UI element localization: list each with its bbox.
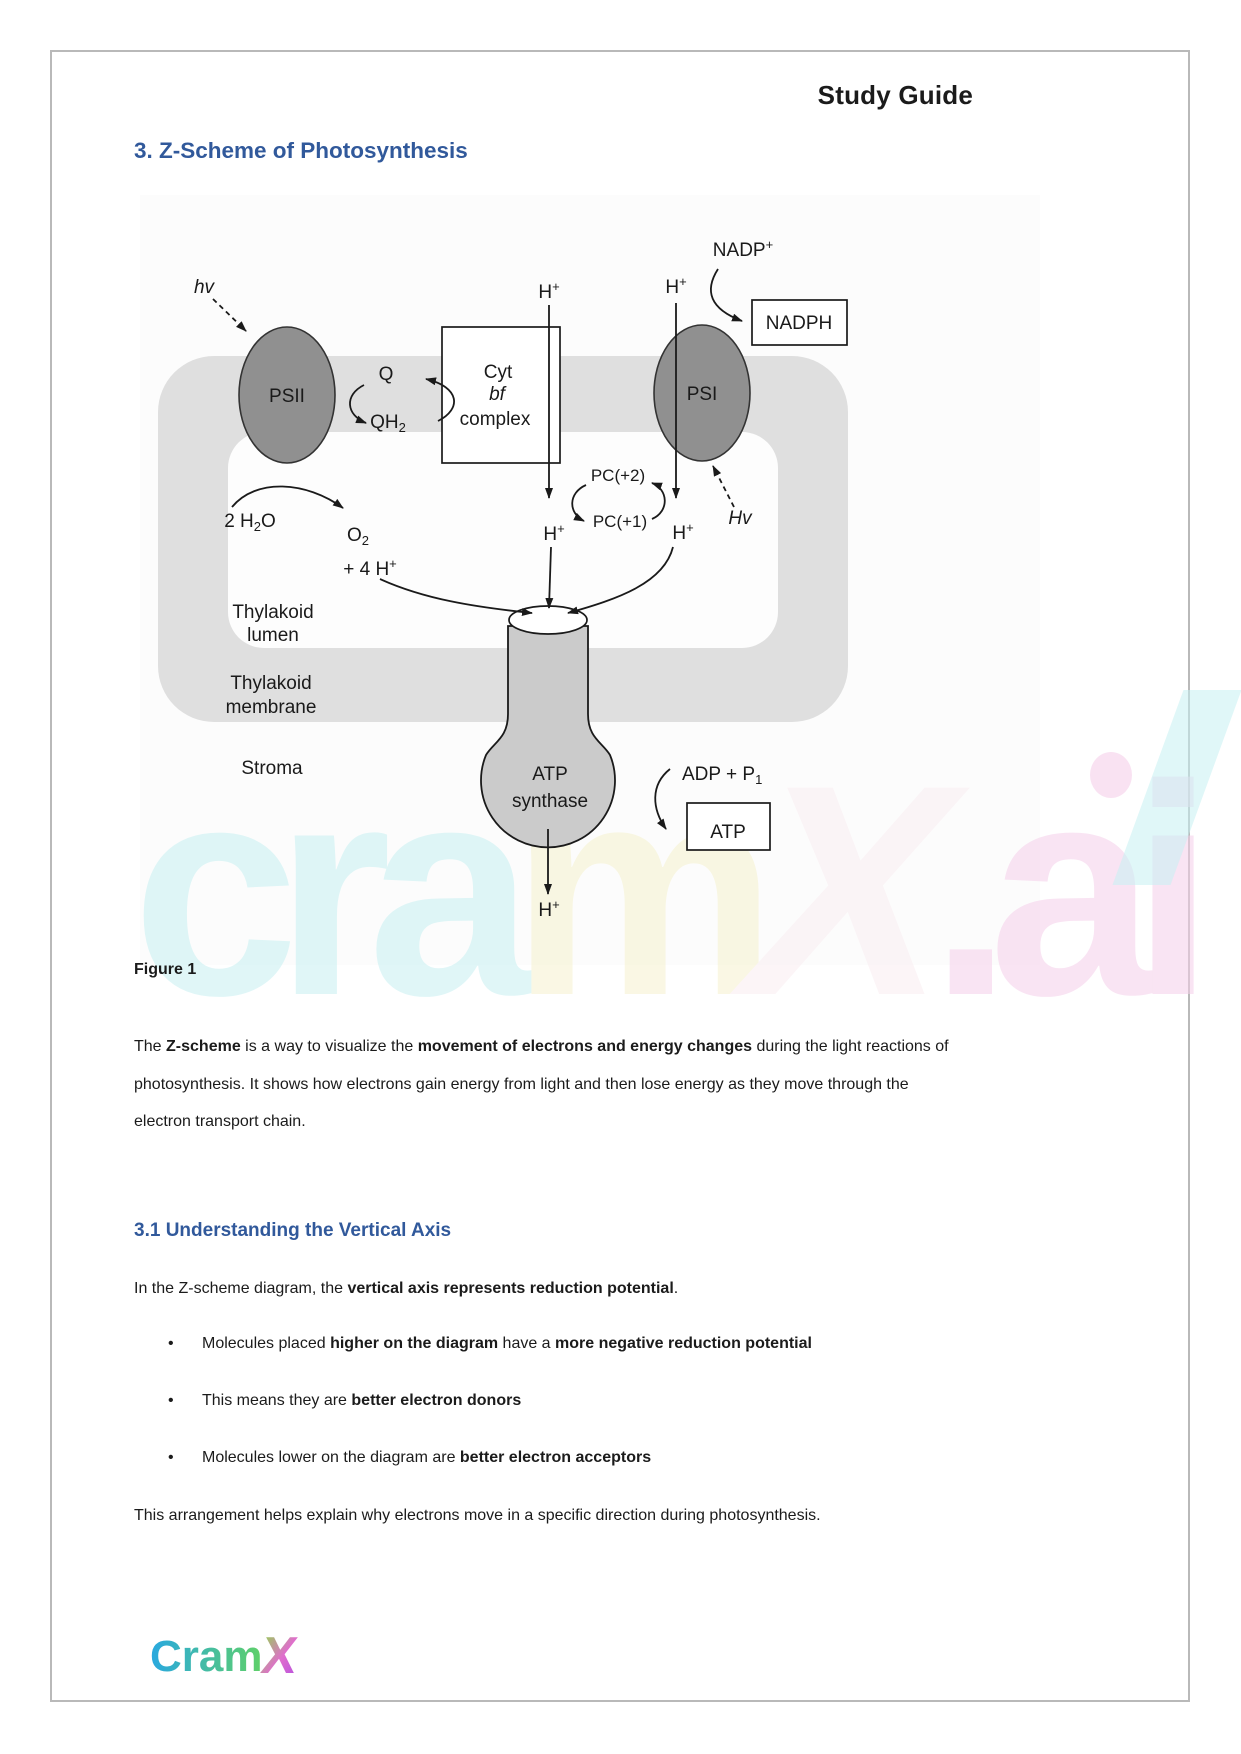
hv-left-label: hv xyxy=(194,277,216,298)
psii-complex xyxy=(238,326,336,464)
paragraph-text-bold: vertical axis represents reduction poten… xyxy=(347,1280,674,1297)
oxygen-label: O2 xyxy=(347,525,369,548)
atp-label: ATP xyxy=(710,822,746,843)
h-plus-label-mid-left: H+ xyxy=(543,521,564,545)
section-heading: 3. Z-Scheme of Photosynthesis xyxy=(134,138,468,163)
z-scheme-diagram: hv NADP+ H+ H+ NADPH PSII PSI Q QH2 Cyt … xyxy=(158,237,848,921)
thylakoid-lumen-area xyxy=(228,432,778,648)
paragraph-text-bold: Z-scheme xyxy=(166,1038,241,1055)
atp-synthase-label-line2: synthase xyxy=(512,791,588,812)
figure-z-scheme: cramX.ai xyxy=(132,195,1241,1058)
psi-complex xyxy=(653,324,751,462)
thylakoid-lumen-label-line1: Thylakoid xyxy=(232,602,313,623)
adp-to-atp-arrow xyxy=(654,768,671,830)
bullet-text-bold: better electron donors xyxy=(351,1392,522,1409)
atp-synthase-label-line1: ATP xyxy=(532,764,568,785)
bullet-text-bold: higher on the diagram xyxy=(330,1335,499,1352)
paragraph-text: . xyxy=(673,1280,679,1297)
hv-right-label: Hv xyxy=(728,508,753,529)
psii-label: PSII xyxy=(269,386,305,407)
thylakoid-membrane-label-line1: Thylakoid xyxy=(230,673,311,694)
closing-paragraph: This arrangement helps explain why elect… xyxy=(134,1507,821,1524)
adp-pi-label: ADP + P1 xyxy=(682,764,762,787)
q-cycle-arrow-left xyxy=(349,384,367,424)
cyt-bf-complex-box xyxy=(441,326,561,464)
bullet-text: Molecules placed xyxy=(202,1335,331,1352)
page-border xyxy=(50,50,1190,1702)
watermark-text: cra xyxy=(132,722,534,1058)
h-plus-label-bottom: H+ xyxy=(538,897,559,921)
light-arrow-psi xyxy=(712,465,735,508)
h-plus-label-top-left: H+ xyxy=(538,279,559,303)
h-plus-label-mid-right: H+ xyxy=(672,520,693,544)
logo-x: X xyxy=(258,1628,301,1685)
proton-arrow-cytbf-to-synthase xyxy=(545,546,554,609)
bullet-marker: • xyxy=(168,1335,174,1352)
list-item: • This means they are better electron don… xyxy=(134,1390,994,1412)
nadp-to-nadph-arrow xyxy=(709,268,743,322)
bullet-marker: • xyxy=(168,1449,174,1466)
bullet-text: have a xyxy=(498,1335,556,1352)
atp-synthase-shape xyxy=(480,625,616,849)
bullet-list: •Molecules placed higher on the diagram … xyxy=(134,1333,994,1504)
q-cycle-arrow-right xyxy=(425,377,455,422)
list-item: •Molecules placed higher on the diagram … xyxy=(134,1333,994,1355)
atp-box xyxy=(686,802,771,851)
logo-word: Cram xyxy=(150,1632,263,1681)
nadph-box xyxy=(751,299,848,346)
thylakoid-membrane-label-line2: membrane xyxy=(226,697,317,718)
subsection-heading: 3.1 Understanding the Vertical Axis xyxy=(134,1220,452,1241)
cyt-bf-label-line3: complex xyxy=(460,409,531,430)
figure-caption: Figure 1 xyxy=(134,961,197,978)
nadp-label: NADP+ xyxy=(713,237,773,261)
bullet-text: Molecules lower on the diagram are xyxy=(202,1449,460,1466)
nadph-label: NADPH xyxy=(766,313,833,334)
pc1-label: PC(+1) xyxy=(593,512,647,531)
axis-paragraph: In the Z-scheme diagram, the vertical ax… xyxy=(134,1278,966,1300)
water-label: 2 H2O xyxy=(224,511,276,534)
four-protons-label: + 4 H+ xyxy=(343,556,397,580)
paragraph-text: is a way to visualize the xyxy=(240,1038,418,1055)
proton-arrow-water-to-synthase xyxy=(379,578,533,616)
bullet-text: This means they are xyxy=(202,1392,352,1409)
pc-cycle-arrow-left xyxy=(571,484,587,522)
cyt-bf-label-line2: bf xyxy=(489,384,507,405)
light-arrow-psii xyxy=(212,298,247,332)
bullet-marker: • xyxy=(168,1392,174,1409)
water-splitting-arrow xyxy=(231,485,344,509)
h-plus-label-top-right: H+ xyxy=(665,274,686,298)
paragraph-text: The xyxy=(134,1038,167,1055)
list-item: • Molecules lower on the diagram are bett… xyxy=(134,1447,994,1469)
paragraph-text: during the light reactions of photosynth… xyxy=(134,1038,949,1130)
psi-label: PSI xyxy=(687,384,718,405)
watermark-dot xyxy=(1090,752,1132,798)
document-title: Study Guide xyxy=(817,80,973,110)
intro-paragraph: The Z-scheme is a way to visualize the m… xyxy=(134,1028,966,1141)
paragraph-text: In the Z-scheme diagram, the xyxy=(134,1280,348,1297)
qh2-label: QH2 xyxy=(370,412,406,435)
thylakoid-lumen-label-line2: lumen xyxy=(247,625,299,646)
bullet-text-bold: better electron acceptors xyxy=(459,1449,652,1466)
stroma-label: Stroma xyxy=(241,758,303,779)
pc2-label: PC(+2) xyxy=(591,466,645,485)
pc-cycle-arrow-right xyxy=(651,482,666,520)
proton-arrow-psi-to-synthase xyxy=(567,546,674,615)
q-label: Q xyxy=(379,364,394,385)
bullet-text-bold: more negative reduction potential xyxy=(555,1335,812,1352)
paragraph-text-bold: movement of electrons and energy changes xyxy=(417,1038,753,1055)
cyt-bf-label-line1: Cyt xyxy=(484,362,513,383)
electron-and-proton-flow-arrows xyxy=(212,268,743,895)
cramx-logo: Cram X xyxy=(150,1628,301,1685)
